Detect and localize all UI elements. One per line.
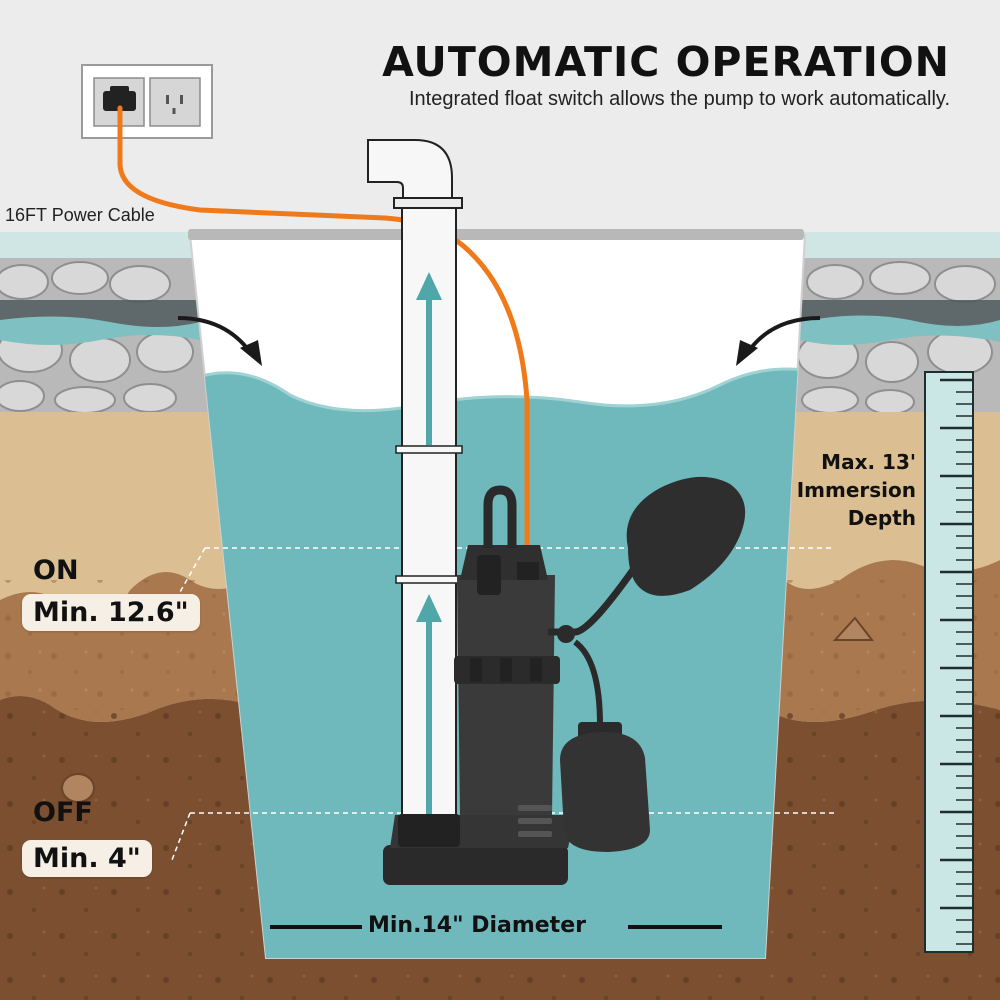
float-arm bbox=[548, 558, 643, 636]
on-level-badge: Min. 12.6" bbox=[22, 594, 200, 631]
power-cable-label: 16FT Power Cable bbox=[5, 205, 155, 225]
float-upper bbox=[626, 476, 746, 596]
depth-ruler-ticks bbox=[940, 378, 973, 945]
basin-rim bbox=[188, 229, 804, 240]
socket-icon bbox=[166, 95, 183, 114]
depth-label-line-1: Max. 13' bbox=[821, 450, 916, 474]
pipe-band-lower bbox=[395, 575, 463, 584]
depth-label-line-2: Immersion bbox=[796, 478, 916, 502]
max-immersion-depth-label: Max. 13' Immersion Depth bbox=[760, 448, 916, 532]
off-level-badge: Min. 4" bbox=[22, 840, 152, 877]
float-pivot bbox=[557, 625, 575, 643]
depth-ruler bbox=[924, 371, 974, 953]
pipe-band-upper bbox=[395, 445, 463, 454]
groundwater-band-right-water bbox=[800, 315, 1000, 345]
soil-rocks bbox=[61, 616, 875, 803]
page-title: AUTOMATIC OPERATION bbox=[382, 38, 950, 86]
inflow-arrow-right-head bbox=[736, 340, 758, 366]
pipe-coupler bbox=[393, 197, 463, 209]
depth-label-line-3: Depth bbox=[847, 506, 916, 530]
page-subtitle: Integrated float switch allows the pump … bbox=[409, 88, 950, 110]
groundwater-band-left-water bbox=[0, 316, 200, 345]
inflow-arrow-left-head bbox=[240, 340, 262, 366]
float-lower bbox=[560, 731, 650, 852]
inflow-arrow-icon bbox=[177, 316, 252, 354]
plug-icon bbox=[103, 86, 136, 111]
outlet-right-socket bbox=[149, 77, 201, 127]
basin-diameter-label: Min.14" Diameter bbox=[368, 913, 586, 938]
flow-arrow-icon bbox=[416, 272, 442, 818]
sump-pump bbox=[383, 485, 575, 885]
off-state-label: OFF bbox=[33, 797, 93, 828]
inflow-arrow-icon bbox=[746, 316, 821, 354]
on-state-label: ON bbox=[33, 555, 79, 586]
float-lower-tether bbox=[573, 639, 603, 726]
basin-water-surface bbox=[190, 367, 805, 413]
